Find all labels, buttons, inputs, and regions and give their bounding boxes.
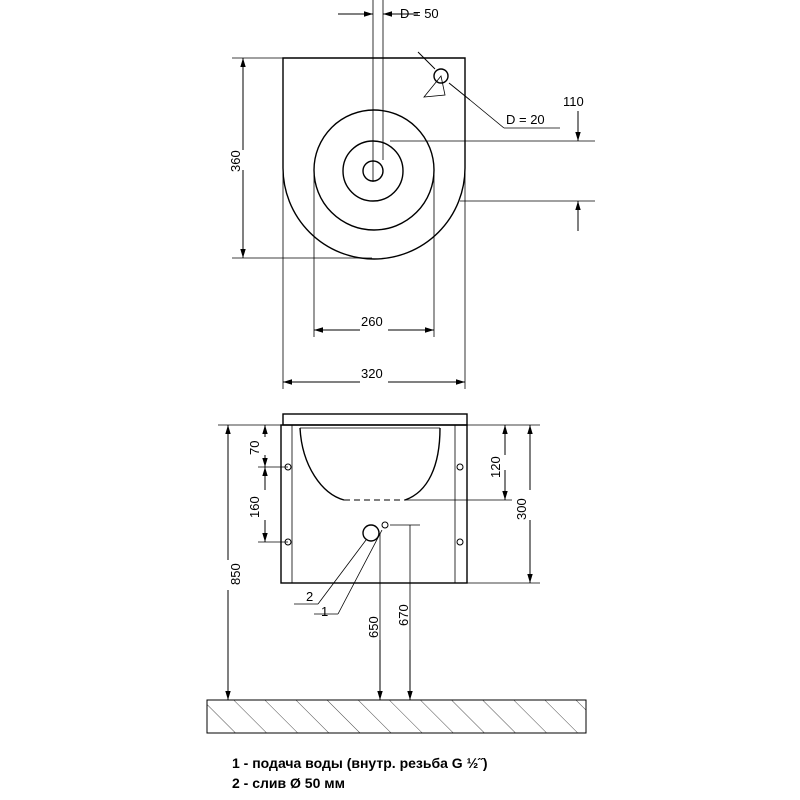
tap-hole-sector — [423, 75, 446, 98]
dim-260-label: 260 — [361, 314, 383, 329]
dim-360-label: 360 — [228, 150, 243, 172]
dim-70-label: 70 — [247, 441, 262, 455]
callout-2-label: 2 — [306, 589, 313, 604]
dim-650-label: 650 — [366, 616, 381, 638]
mount-hole — [456, 463, 464, 471]
top-view: D = 50 D = 20 110 360 260 320 — [228, 0, 595, 389]
floor-hatch — [206, 699, 587, 734]
basin-body — [280, 424, 468, 584]
floor — [206, 699, 587, 734]
legend: 1 - подача воды (внутр. резьба G ½˝) 2 -… — [232, 753, 488, 793]
tap-hole-circle — [433, 68, 449, 84]
bowl-profile — [299, 427, 441, 501]
legend-item-2: 2 - слив Ø 50 мм — [232, 775, 345, 791]
callout-1-label: 1 — [321, 604, 328, 619]
dim-670-label: 670 — [396, 604, 411, 626]
dim-110-label: 110 — [563, 94, 584, 109]
legend-item-1: 1 - подача воды (внутр. резьба G ½˝) — [232, 755, 488, 771]
dim-320-label: 320 — [361, 366, 383, 381]
dim-160-label: 160 — [247, 496, 262, 518]
front-view: 70 160 850 120 300 650 670 2 1 — [218, 413, 540, 700]
basin-rim — [282, 413, 468, 426]
dim-120-label: 120 — [488, 456, 503, 478]
dim-850-label: 850 — [228, 563, 243, 585]
water-supply — [381, 521, 389, 529]
dim-d20-label: D = 20 — [506, 112, 545, 127]
bowl-outer-circle — [313, 109, 435, 231]
dim-d50-label: D = 50 — [400, 6, 439, 21]
basin-outline-top — [282, 57, 466, 260]
drain-outlet — [362, 524, 380, 542]
dim-300-label: 300 — [514, 498, 529, 520]
mount-hole — [456, 538, 464, 546]
